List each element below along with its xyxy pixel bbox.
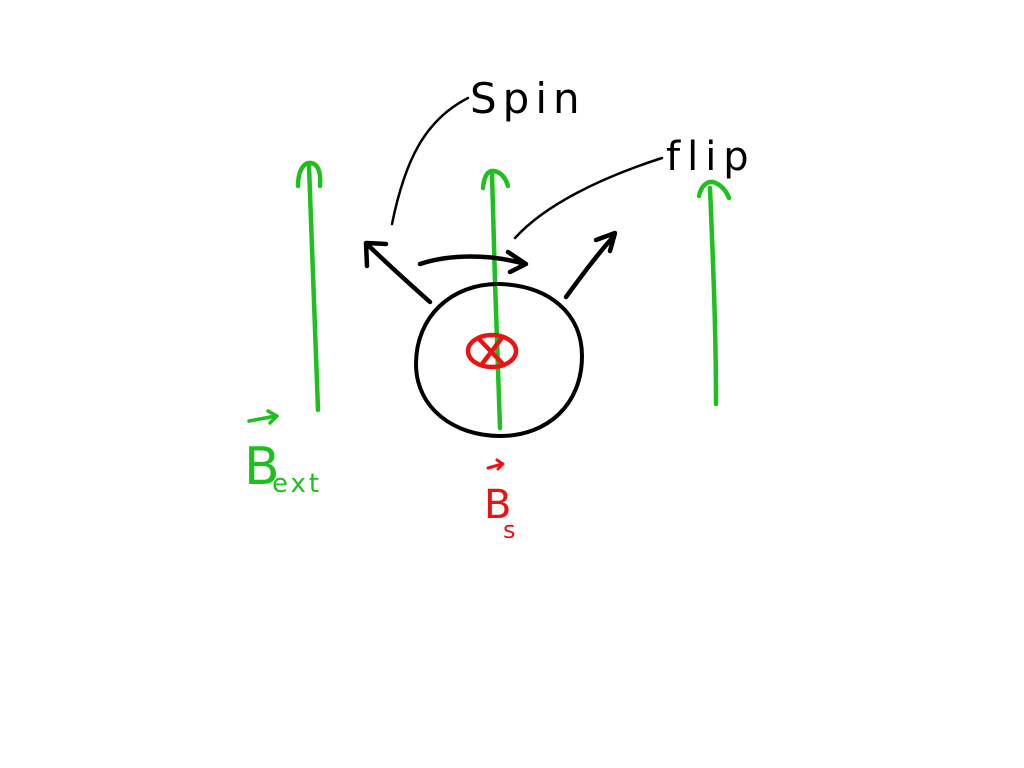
spin-arrows — [363, 230, 618, 305]
field-line-left — [306, 163, 321, 413]
spin-label: Spin — [470, 74, 586, 123]
flip-label: flip — [666, 134, 756, 180]
label-leader-lines — [390, 96, 664, 240]
b-ext-vector-arrow-icon — [247, 409, 279, 425]
b-s-vector-arrow-icon — [486, 458, 505, 471]
field-line-right-arrowhead — [696, 179, 732, 201]
particle-circle — [414, 282, 584, 438]
b-s-symbol: B — [484, 482, 511, 528]
field-line-left-arrowhead — [295, 160, 323, 189]
b-ext-symbol: B — [244, 437, 280, 497]
spin-arrow-left-head — [363, 240, 389, 269]
b-ext-label: B ext — [244, 409, 322, 499]
b-s-label: B s — [484, 458, 516, 544]
spin-arrow-curved-head — [505, 249, 529, 275]
spin-arrow-curved — [417, 254, 528, 267]
field-line-right — [707, 185, 719, 407]
spin-arrow-right-head — [593, 230, 618, 254]
spin-arrow-right — [563, 233, 617, 300]
spin-arrow-left — [367, 244, 433, 305]
field-line-center — [489, 171, 503, 431]
field-line-center-arrowhead — [480, 168, 511, 191]
spin-leader-line — [390, 96, 470, 226]
b-ext-subscript: ext — [272, 469, 322, 499]
b-s-subscript: s — [503, 516, 516, 544]
flip-leader-line — [513, 156, 664, 240]
external-field-lines — [295, 160, 732, 431]
spin-moment-into-page-icon — [465, 332, 519, 370]
